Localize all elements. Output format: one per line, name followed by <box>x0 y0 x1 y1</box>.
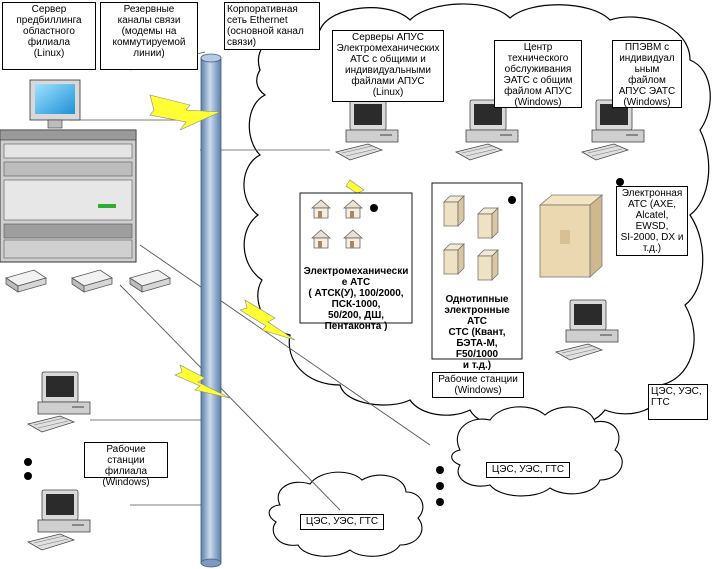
ethernet-pipe <box>200 53 222 568</box>
pbx-cabinet-icon <box>538 194 604 278</box>
label-electromech-ats: Электромеханически е АТС ( АТСК(У), 100/… <box>303 266 409 332</box>
label-backup-channels: Резервные каналы связи (модемы на коммут… <box>100 2 198 70</box>
label-branch-workstations: Рабочие станции филиала (Windows) <box>84 442 168 488</box>
label-service-center: Центр технического обслуживания ЭАТС с о… <box>494 40 582 108</box>
label-workstations: Рабочие станции (Windows) <box>432 372 524 398</box>
label-electronic-ats: Электронная АТС (АХЕ, Alcatel, EWSD, SI-… <box>616 186 688 256</box>
label-cloud-small: ЦЭС, УЭС, ГТС <box>300 514 384 530</box>
lightning-icon <box>149 94 221 131</box>
label-cloud-mid: ЦЭС, УЭС, ГТС <box>486 462 570 478</box>
label-ethernet: Корпоративная сеть Ethernet (основной ка… <box>224 2 320 50</box>
server-rack-icon <box>0 79 137 263</box>
lightning-icon <box>239 299 296 341</box>
label-apus-servers: Серверы АПУС Электромеханических АТС с о… <box>332 30 444 102</box>
label-ppevm: ППЭВМ с индивидуал ьным файлом АПУС ЭАТС… <box>612 40 682 108</box>
lightning-icon <box>174 364 231 399</box>
label-stc-ats: Однотипные электронные АТС СТС (Квант, Б… <box>444 294 510 371</box>
label-cloud-big: ЦЭС, УЭС, ГТС <box>648 384 708 420</box>
cloud-icon <box>451 406 623 497</box>
label-billing-server: Сервер предбиллинга областного филиала (… <box>2 2 96 70</box>
